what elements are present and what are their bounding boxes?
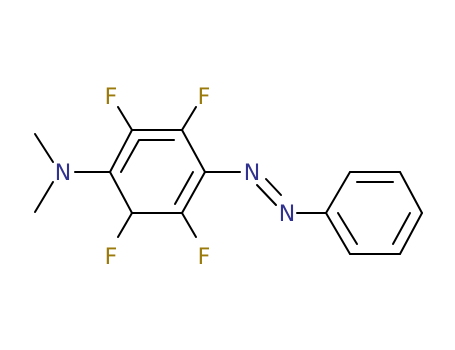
n-methyl-bond (34, 181, 54, 213)
fluorine-label-top-left: F (105, 85, 118, 110)
fluorine-label-bottom-right: F (198, 245, 211, 270)
phenyl-bond (325, 171, 351, 214)
cf-bond (117, 212, 133, 238)
phenyl-bond (399, 212, 423, 255)
n-methyl-bond (34, 133, 54, 163)
ring-bond (109, 171, 133, 214)
ring-bond (181, 129, 206, 173)
cf-bond (117, 106, 133, 131)
phenyl-bond (399, 171, 423, 214)
phenyl-bond-inner (392, 212, 411, 245)
phenyl-bond-inner (337, 212, 358, 245)
azo-nitrogen-label: N (279, 202, 295, 227)
azo-double-bond (256, 184, 277, 206)
bonds (34, 106, 423, 255)
phenyl-bond (325, 212, 351, 255)
azo-nitrogen-label: N (244, 161, 260, 186)
ring-bond-inner (120, 139, 140, 173)
ring-bond (181, 171, 206, 214)
amine-nitrogen-label: N (55, 161, 71, 186)
ring-bond (109, 129, 133, 173)
cf-bond (181, 212, 197, 238)
fluorine-label-bottom-left: F (105, 245, 118, 270)
atom-labels: F F F F N N N (55, 85, 295, 270)
ring-bond-inner (174, 171, 194, 205)
cf-bond (181, 106, 197, 131)
azo-double-bond (265, 178, 282, 196)
fluorine-label-top-right: F (198, 85, 211, 110)
